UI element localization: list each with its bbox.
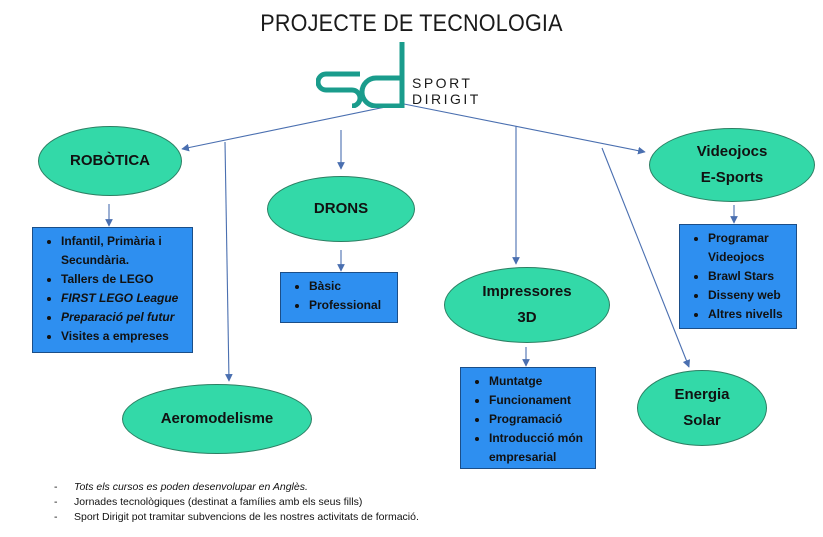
logo-s-shape xyxy=(316,71,363,108)
list-item: Funcionament xyxy=(489,391,589,410)
note-item: -Jornades tecnològiques (destinat a famí… xyxy=(54,496,363,508)
node-impressores-label-2: 3D xyxy=(517,309,537,326)
list-item: FIRST LEGO League xyxy=(61,289,186,308)
note-item: -Tots els cursos es poden desenvolupar e… xyxy=(54,481,308,493)
list-item: Disseny web xyxy=(708,286,790,305)
node-videojocs: Videojocs E-Sports xyxy=(649,128,815,202)
logo-line2: DIRIGIT xyxy=(412,91,481,107)
node-robotica: ROBÒTICA xyxy=(38,126,182,196)
list-item: Programar Videojocs xyxy=(708,229,790,267)
node-robotica-label: ROBÒTICA xyxy=(70,152,150,169)
list-item: Brawl Stars xyxy=(708,267,790,286)
arrow-to-robotica xyxy=(181,103,401,152)
list-item: Professional xyxy=(309,296,391,315)
node-videojocs-label-2: E-Sports xyxy=(700,169,764,186)
node-impressores: Impressores 3D xyxy=(444,267,610,343)
node-drons: DRONS xyxy=(267,176,415,242)
node-drons-label: DRONS xyxy=(313,200,369,217)
box-drons: Bàsic Professional xyxy=(280,272,398,323)
box-videojocs: Programar Videojocs Brawl Stars Disseny … xyxy=(679,224,797,329)
node-energia: Energia Solar xyxy=(637,370,767,446)
node-energia-label-2: Solar xyxy=(683,412,721,429)
sport-dirigit-logo: SPORT DIRIGIT xyxy=(316,42,481,108)
list-item: Tallers de LEGO xyxy=(61,270,186,289)
list-item: Programació xyxy=(489,410,589,429)
list-item: Preparació pel futur xyxy=(61,308,186,327)
box-videojocs-list: Programar Videojocs Brawl Stars Disseny … xyxy=(680,229,790,324)
list-item: Introducció món empresarial xyxy=(489,429,589,467)
arrow-to-videojocs xyxy=(403,103,646,155)
note-text: Jornades tecnològiques (destinat a famíl… xyxy=(74,496,363,508)
list-item: Infantil, Primària i Secundària. xyxy=(61,232,186,270)
arrow-to-aeromodelisme xyxy=(224,141,233,382)
list-item: Visites a empreses xyxy=(61,327,186,346)
list-item: Altres nivells xyxy=(708,305,790,324)
box-impressores: Muntatge Funcionament Programació Introd… xyxy=(460,367,596,469)
node-videojocs-label-1: Videojocs xyxy=(696,143,768,160)
logo-line1: SPORT xyxy=(412,75,472,91)
box-robotica: Infantil, Primària i Secundària. Tallers… xyxy=(32,227,193,353)
node-aeromodelisme: Aeromodelisme xyxy=(122,384,312,454)
box-robotica-list: Infantil, Primària i Secundària. Tallers… xyxy=(33,232,186,346)
node-impressores-label-1: Impressores xyxy=(482,283,572,300)
node-aeromodelisme-label: Aeromodelisme xyxy=(160,410,274,427)
logo-d-shape xyxy=(359,42,405,108)
list-item: Muntatge xyxy=(489,372,589,391)
note-item: -Sport Dirigit pot tramitar subvencions … xyxy=(54,511,419,523)
arrow-to-energia xyxy=(601,147,691,368)
box-drons-list: Bàsic Professional xyxy=(281,277,391,315)
note-text: Sport Dirigit pot tramitar subvencions d… xyxy=(74,511,419,523)
box-impressores-list: Muntatge Funcionament Programació Introd… xyxy=(461,372,589,467)
note-text: Tots els cursos es poden desenvolupar en… xyxy=(74,481,308,493)
list-item: Bàsic xyxy=(309,277,391,296)
node-energia-label-1: Energia xyxy=(674,386,730,403)
page-title: PROJECTE DE TECNOLOGIA xyxy=(260,10,563,37)
footer-notes: -Tots els cursos es poden desenvolupar e… xyxy=(54,480,419,525)
